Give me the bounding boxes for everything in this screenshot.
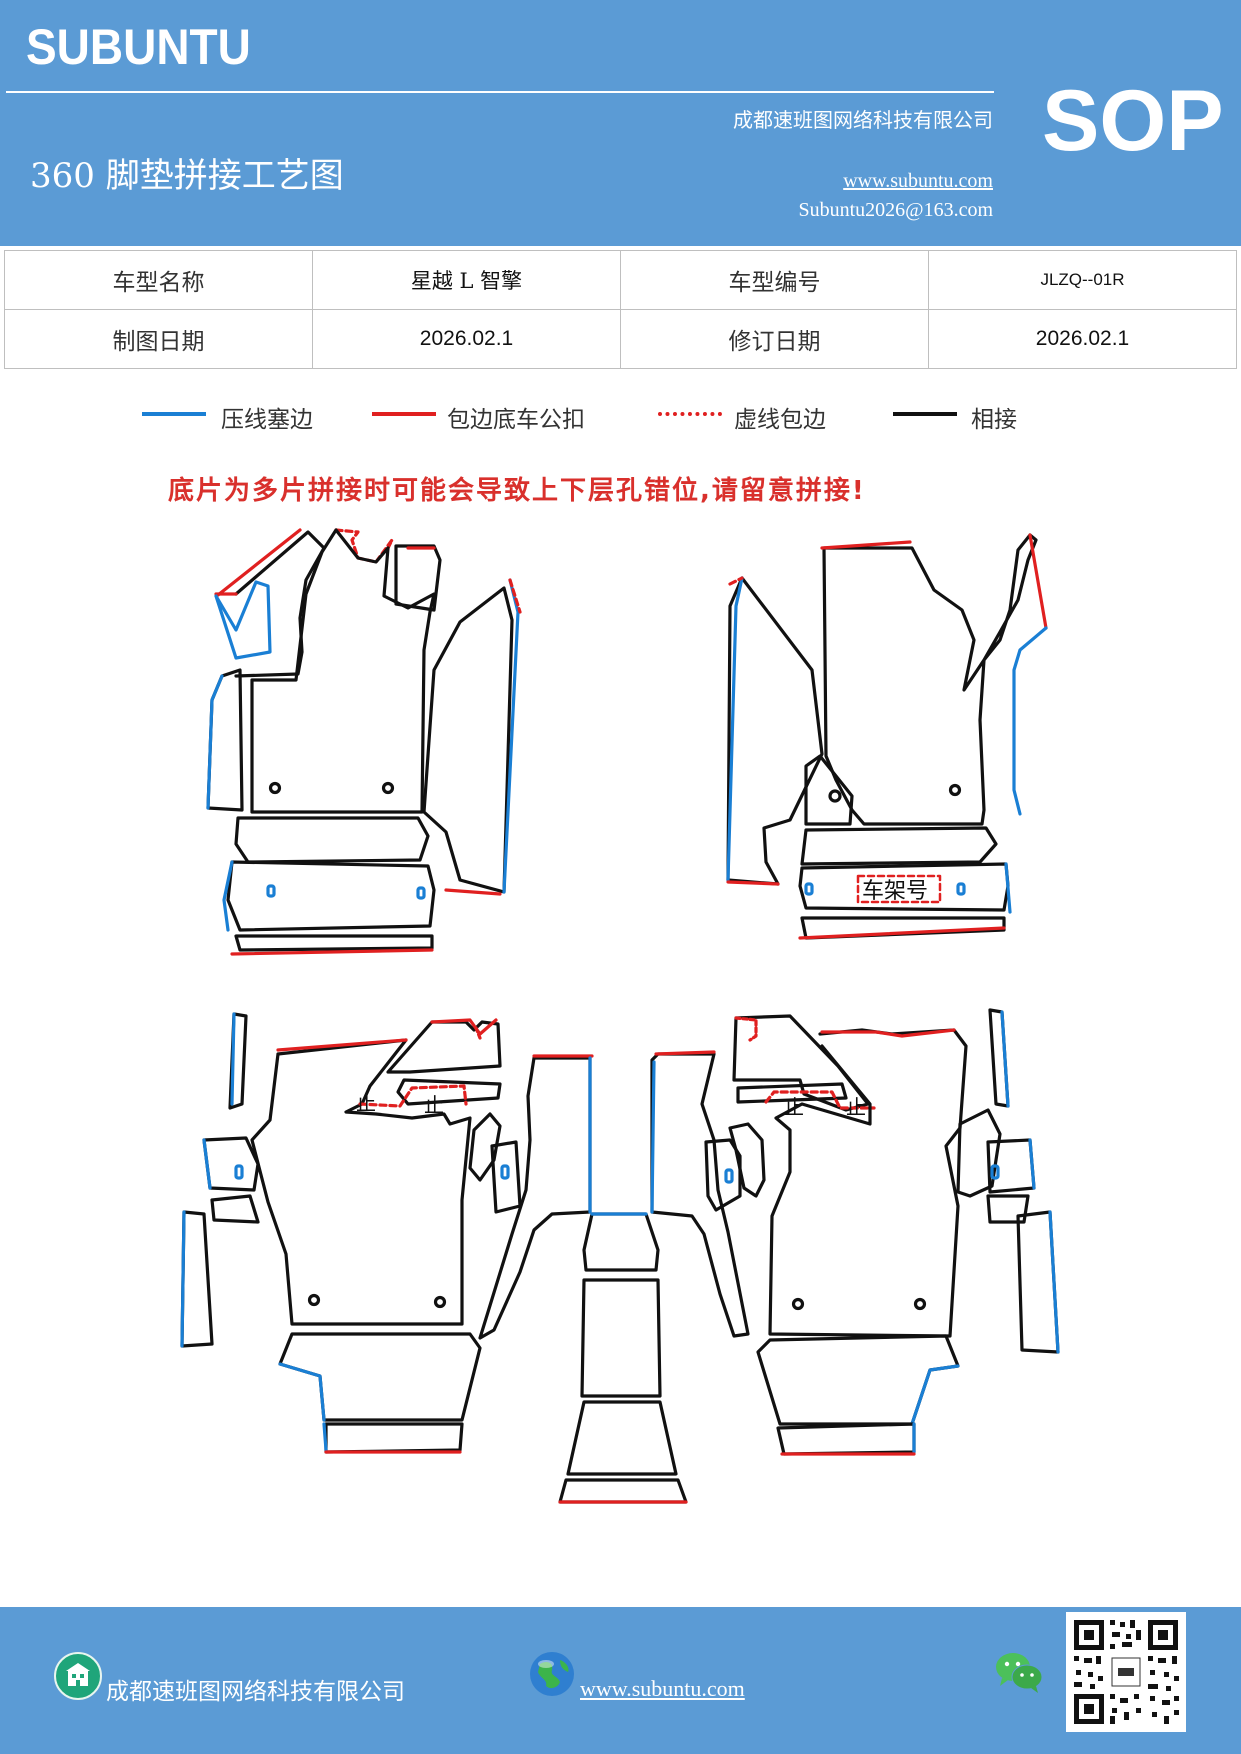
frame-number-label: 车架号: [862, 879, 928, 904]
front-left-mat: [206, 528, 522, 956]
legend-dashed-swatch: [658, 412, 722, 416]
table-row: 制图日期 2026.02.1 修订日期 2026.02.1: [4, 309, 1237, 369]
revise-date-value: 2026.02.1: [928, 309, 1237, 369]
footer-company: 成都速班图网络科技有限公司: [106, 1679, 405, 1705]
info-table: 车型名称 星越 L 智擎 车型编号 JLZQ--01R 制图日期 2026.02…: [4, 250, 1237, 369]
header-website-link[interactable]: www.subuntu.com: [843, 170, 993, 192]
footer-website-link[interactable]: www.subuntu.com: [580, 1676, 745, 1701]
draw-date-value: 2026.02.1: [312, 309, 621, 369]
legend-red-swatch: [372, 412, 436, 416]
revise-date-label: 修订日期: [620, 309, 929, 369]
wechat-icon: [996, 1653, 1043, 1693]
qr-code-icon: [1074, 1620, 1179, 1724]
center-tunnel: [478, 1050, 750, 1504]
warning-text: 底片为多片拼接时可能会导致上下层孔错位,请留意拼接!: [168, 476, 866, 506]
rear-right-mat: [704, 1008, 1060, 1456]
header-email[interactable]: Subuntu2026@163.com: [798, 199, 993, 221]
rear-left-mat: [180, 1012, 522, 1454]
legend-blue-swatch: [142, 412, 206, 416]
stop-mark: 止: [846, 1095, 866, 1119]
header-company: 成都速班图网络科技有限公司: [733, 108, 993, 132]
legend-red-label: 包边底车公扣: [447, 407, 585, 433]
brand-logo: SUBUNTU: [26, 19, 251, 75]
legend-black-label: 相接: [971, 407, 1017, 433]
page-title: 360 脚垫拼接工艺图: [30, 156, 344, 196]
building-icon: [54, 1652, 102, 1700]
model-code-label: 车型编号: [620, 250, 929, 310]
model-name-value: 星越 L 智擎: [312, 250, 621, 310]
legend-black-swatch: [893, 412, 957, 416]
draw-date-label: 制图日期: [4, 309, 313, 369]
legend-dashed-label: 虚线包边: [734, 407, 826, 433]
stop-mark: 止: [424, 1093, 444, 1117]
header-divider: [6, 91, 994, 93]
legend-blue-label: 压线塞边: [221, 407, 313, 433]
sop-label: SOP: [1042, 73, 1224, 169]
model-name-label: 车型名称: [4, 250, 313, 310]
table-row: 车型名称 星越 L 智擎 车型编号 JLZQ--01R: [4, 250, 1237, 310]
header-banner: [0, 0, 1241, 246]
globe-icon: [530, 1652, 574, 1696]
qr-code: [1066, 1612, 1186, 1732]
stop-mark: 止: [784, 1095, 804, 1119]
front-right-mat: [726, 533, 1048, 940]
stop-mark: 止: [356, 1091, 376, 1115]
model-code-value: JLZQ--01R: [928, 250, 1237, 310]
mat-diagram: 车架号 止 止 止 止: [180, 528, 1060, 1504]
